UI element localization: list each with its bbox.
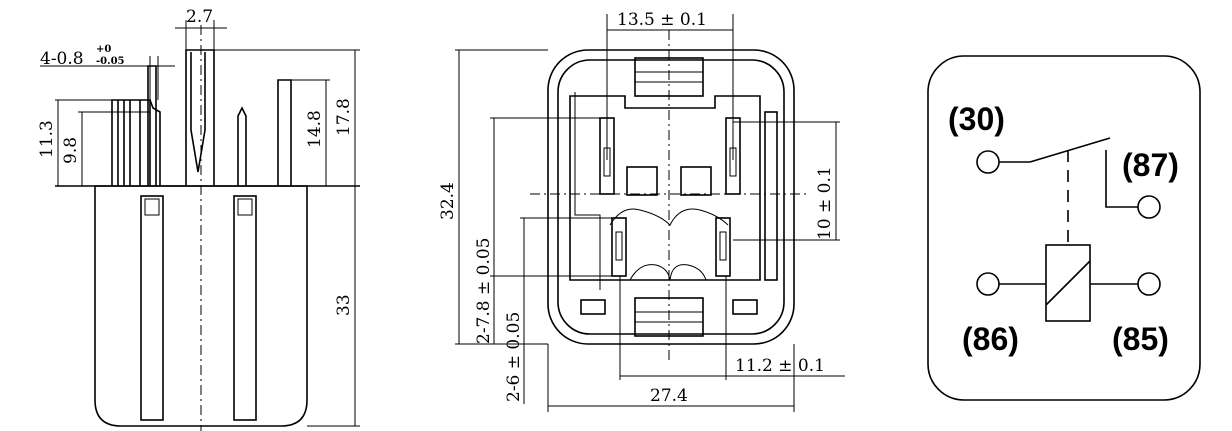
pin-center — [185, 49, 215, 186]
coil-slash — [1045, 260, 1091, 306]
dim-pin-width: 2.7 — [186, 7, 213, 27]
terminal-30-circle — [976, 150, 1000, 174]
recess-left — [626, 166, 658, 196]
terminal-87-label: (87) — [1122, 147, 1179, 183]
switch-arm — [1029, 137, 1111, 163]
terminal-30-label: (30) — [948, 101, 1005, 137]
dim-6: 2-6 ± 0.05 — [504, 312, 524, 402]
dim-32-4: 32.4 — [438, 182, 458, 220]
terminal-slot-right — [237, 198, 253, 216]
recess-arcs-bottom — [629, 264, 707, 281]
terminal-85-label: (85) — [1112, 321, 1169, 357]
side-view: 2.7 4-0.8 +0 -0.05 11.3 9.8 14.8 17.8 33 — [37, 7, 360, 431]
dim-tol-upper: +0 — [96, 44, 111, 55]
slot-bottom-left — [580, 299, 606, 315]
terminal-85-circle — [1137, 272, 1161, 296]
slot-bottom-right — [732, 299, 758, 315]
dim-33: 33 — [334, 294, 354, 316]
terminal-slot-left — [144, 198, 160, 216]
recess-arcs-top — [609, 208, 729, 226]
body-terminal-left — [140, 195, 164, 421]
dim-11-2: 11.2 ± 0.1 — [735, 356, 825, 376]
inner-cavity — [569, 95, 761, 281]
terminal-pad-bl — [611, 217, 627, 277]
lead-87 — [1105, 150, 1138, 208]
recess-right — [680, 166, 712, 196]
relay-schematic: (30) (87) (86) (85) — [927, 55, 1201, 401]
dim-27-4: 27.4 — [650, 386, 688, 406]
dim-13-5: 13.5 ± 0.1 — [617, 10, 707, 30]
dim-pin-thickness: 4-0.8 — [40, 49, 84, 69]
dim-tol-lower: -0.05 — [96, 56, 125, 67]
dim-7-8: 2-7.8 ± 0.05 — [474, 238, 494, 345]
pin-right-tall — [277, 79, 292, 186]
bottom-outer-outline — [547, 49, 795, 345]
right-wall — [764, 111, 778, 281]
body-terminal-right — [233, 195, 257, 421]
dim-17-8: 17.8 — [334, 98, 354, 136]
terminal-86-label: (86) — [962, 321, 1019, 357]
terminal-86-circle — [976, 272, 1000, 296]
terminal-87-circle — [1137, 195, 1161, 219]
pin-left-group — [111, 99, 151, 186]
bottom-inner-outline — [557, 59, 785, 335]
schematic-frame — [927, 55, 1201, 401]
relay-body-outline — [94, 185, 308, 427]
terminal-pad-br — [715, 217, 731, 277]
bottom-view: 13.5 ± 0.1 32.4 10 ± 0.1 2-7.8 ± 0.05 2-… — [438, 10, 845, 412]
cavity-wall-left — [574, 92, 601, 290]
dim-14-8: 14.8 — [305, 110, 325, 148]
coil-box — [1045, 244, 1091, 322]
dim-11-3: 11.3 — [37, 120, 57, 158]
dim-9-8: 9.8 — [61, 137, 81, 164]
pin-right-small — [237, 106, 247, 186]
dim-10: 10 ± 0.1 — [815, 166, 835, 240]
